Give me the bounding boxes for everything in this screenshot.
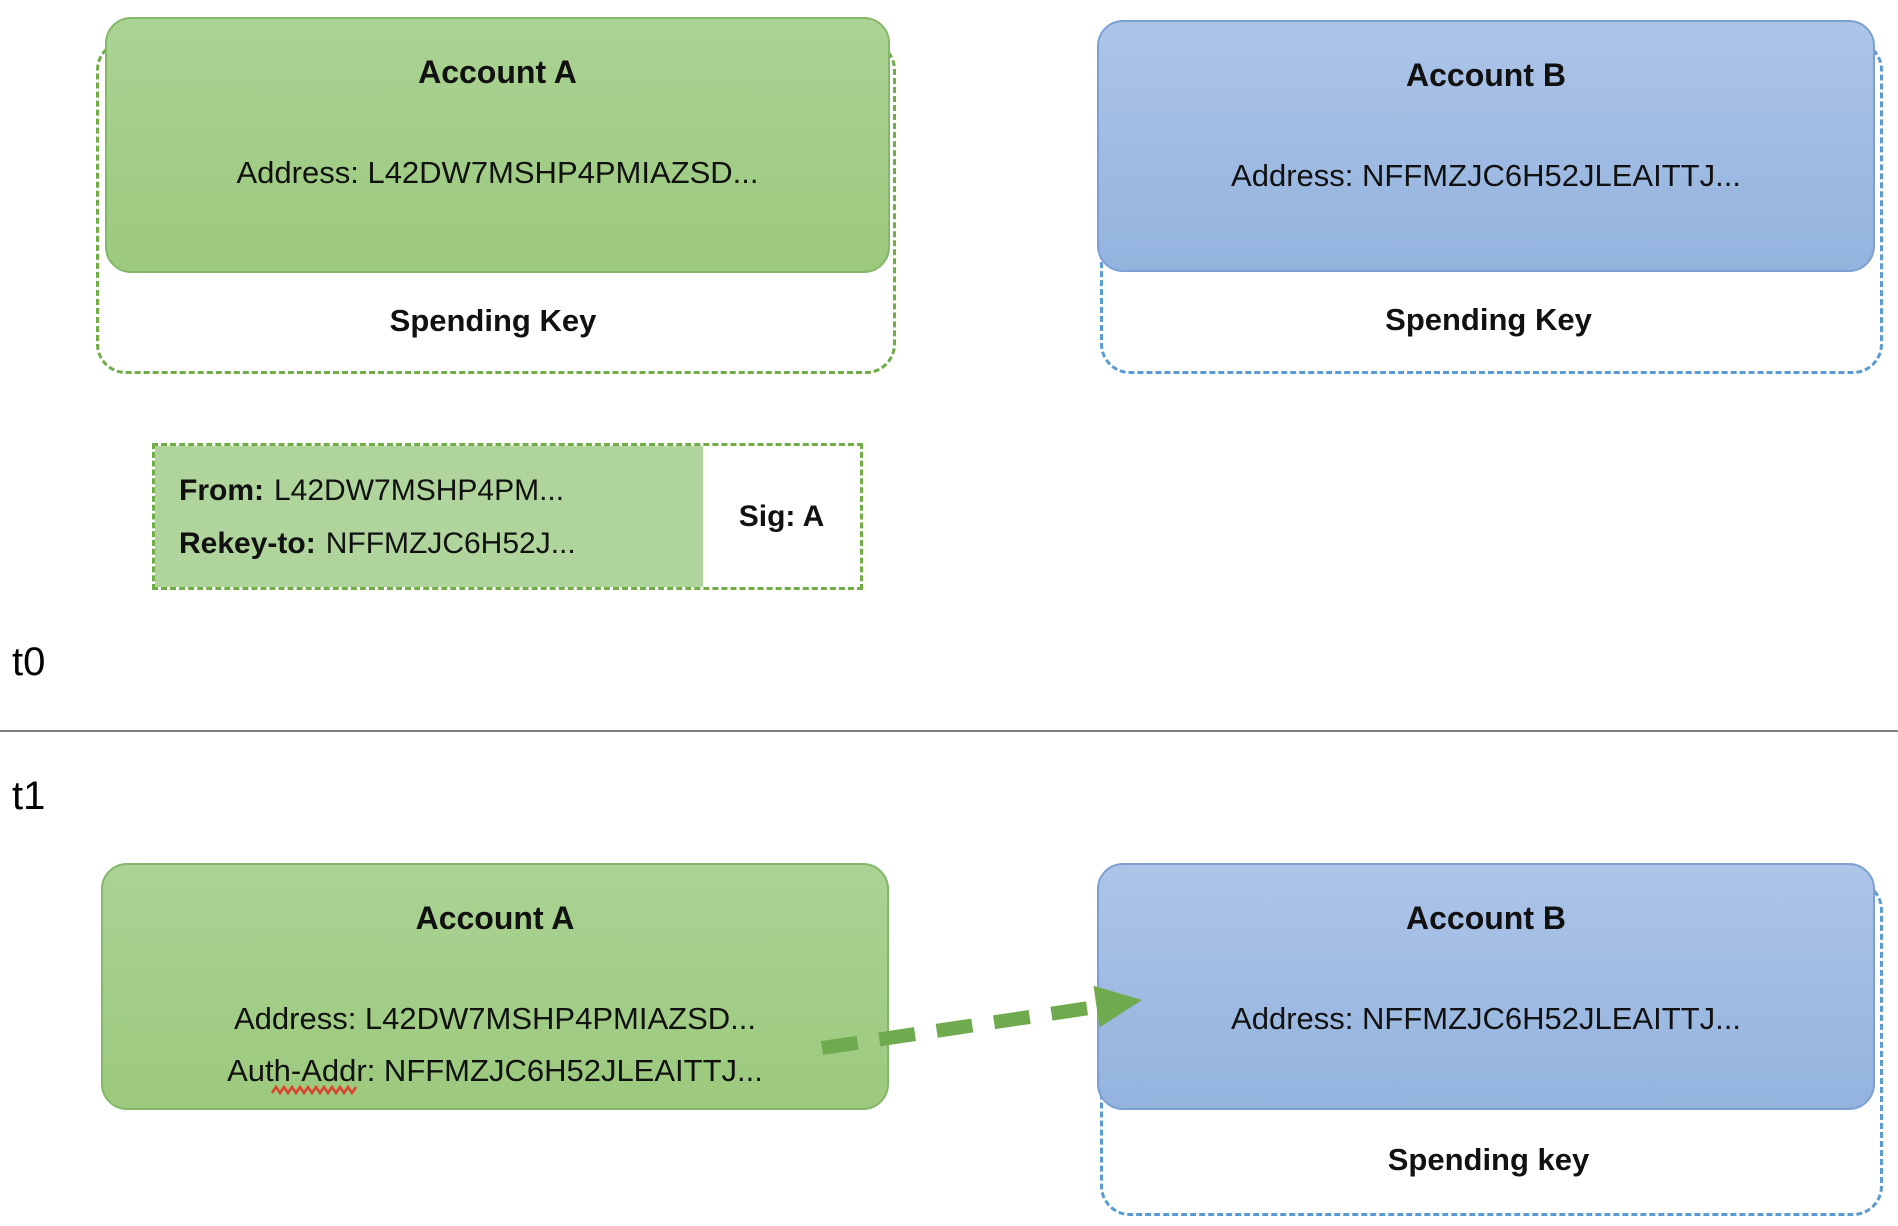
- account-b-box-t1: Account B Address: NFFMZJC6H52JLEAITTJ..…: [1097, 863, 1875, 1110]
- rekey-to-label: Rekey-to:: [179, 526, 316, 560]
- account-a-title-t1: Account A: [415, 900, 575, 936]
- account-a-spending-key-label-t0: Spending Key: [389, 302, 597, 338]
- timeline-label-t1: t1: [12, 774, 46, 818]
- account-b-address-t0: Address: NFFMZJC6H52JLEAITTJ...: [1231, 158, 1741, 193]
- account-a-title-t0: Account A: [418, 54, 577, 90]
- timeline-label-t0: t0: [12, 640, 46, 684]
- rekey-transaction-fields: From: L42DW7MSHP4PM... Rekey-to: NFFMZJC6H…: [155, 446, 703, 587]
- transaction-signature-label: Sig: A: [738, 499, 825, 533]
- account-b-spending-key-label-t0: Spending Key: [1385, 302, 1592, 337]
- timeline-divider: [0, 730, 1898, 732]
- account-b-box-t0: Account B Address: NFFMZJC6H52JLEAITTJ..…: [1097, 20, 1875, 272]
- from-label: From:: [179, 473, 264, 507]
- account-b-title-t1: Account B: [1406, 900, 1566, 936]
- transaction-rekey-line: Rekey-to: NFFMZJC6H52J...: [179, 521, 703, 566]
- account-a-address-t0: Address: L42DW7MSHP4PMIAZSD...: [236, 155, 759, 190]
- account-a-auth-addr-t1: Auth-Addr: NFFMZJC6H52JLEAITTJ...: [227, 1053, 763, 1088]
- account-b-spending-key-label-t1: Spending key: [1387, 1142, 1590, 1177]
- account-a-address-t1: Address: L42DW7MSHP4PMIAZSD...: [233, 1001, 756, 1036]
- rekey-to-value: NFFMZJC6H52J...: [325, 526, 576, 560]
- rekey-transaction-box: From: L42DW7MSHP4PM... Rekey-to: NFFMZJC6H…: [152, 443, 863, 590]
- account-b-title-t0: Account B: [1406, 57, 1566, 93]
- transaction-from-line: From: L42DW7MSHP4PM...: [179, 468, 703, 513]
- account-b-address-t1: Address: NFFMZJC6H52JLEAITTJ...: [1231, 1001, 1741, 1036]
- account-a-box-t0: Account A Address: L42DW7MSHP4PMIAZSD...: [105, 17, 890, 273]
- account-a-box-t1: Account A Address: L42DW7MSHP4PMIAZSD...…: [101, 863, 889, 1110]
- from-value: L42DW7MSHP4PM...: [274, 473, 565, 507]
